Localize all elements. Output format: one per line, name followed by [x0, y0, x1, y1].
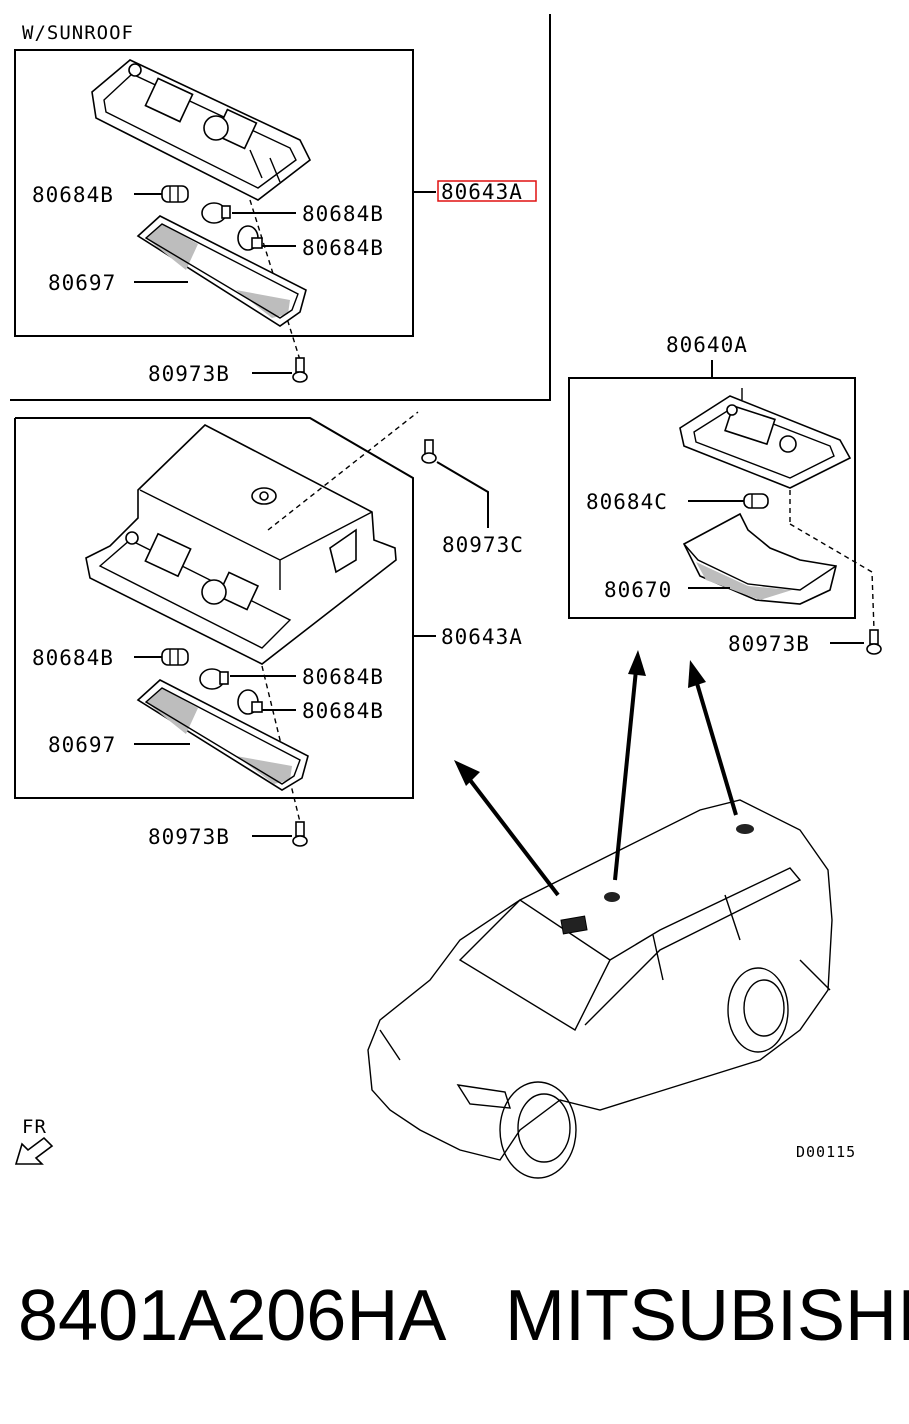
label-sunroof-assembly[interactable]: 80643A — [441, 180, 523, 204]
sunroof-bulb-right-bottom — [237, 225, 263, 251]
location-arrows — [454, 650, 738, 897]
main-parts-box — [14, 417, 414, 799]
front-arrow-icon — [14, 1136, 54, 1165]
main-lens — [136, 679, 309, 791]
label-main-bulb-left: 80684B — [32, 646, 114, 670]
label-main-bulb-right-top: 80684B — [302, 665, 384, 689]
sunroof-section: W/SUNROOF — [10, 14, 551, 401]
label-sunroof-screw: 80973B — [148, 362, 230, 386]
brand-name: MITSUBISHI — [505, 1276, 909, 1356]
rear-guide-line-b — [789, 523, 875, 631]
main-bulb-left — [161, 648, 189, 666]
diagram-code: D00115 — [796, 1143, 856, 1161]
rear-section: 80640A 80684C 80670 80973B — [568, 333, 882, 656]
sunroof-screw — [292, 357, 308, 383]
label-main-bulb-right-bottom: 80684B — [302, 699, 384, 723]
rear-lens — [682, 512, 837, 605]
rear-bulb — [743, 493, 769, 509]
footer: 8401A206HA MITSUBISHI — [0, 1270, 909, 1370]
highlight-box — [437, 180, 537, 202]
main-screw — [292, 821, 308, 847]
label-main-screw: 80973B — [148, 825, 230, 849]
main-lamp-housing — [85, 424, 397, 665]
main-screw-top — [421, 439, 437, 464]
label-sunroof-bulb-left: 80684B — [32, 183, 114, 207]
label-rear-screw: 80973B — [728, 632, 810, 656]
label-rear-assembly: 80640A — [666, 333, 748, 357]
label-main-assembly: 80643A — [441, 625, 523, 649]
sunroof-lamp-housing — [91, 59, 312, 201]
label-main-screw-top: 80973C — [442, 533, 524, 557]
sunroof-bulb-left — [161, 185, 189, 203]
label-main-lens: 80697 — [48, 733, 116, 757]
label-rear-bulb: 80684C — [586, 490, 668, 514]
leader-main-screw-top — [436, 461, 489, 528]
label-sunroof-bulb-right-top: 80684B — [302, 202, 384, 226]
label-rear-lens: 80670 — [604, 578, 672, 602]
label-sunroof-bulb-right-bottom: 80684B — [302, 236, 384, 260]
part-number: 8401A206HA — [18, 1276, 447, 1356]
main-bulb-right-bottom — [237, 689, 263, 715]
front-marker: FR — [14, 1116, 54, 1165]
main-bulb-right-top — [199, 668, 229, 690]
sunroof-bulb-right-top — [201, 202, 231, 224]
sunroof-header: W/SUNROOF — [22, 22, 134, 44]
sunroof-lens — [136, 215, 307, 327]
sunroof-section-border — [10, 14, 551, 401]
label-sunroof-lens: 80697 — [48, 271, 116, 295]
rear-lamp-housing — [679, 388, 852, 489]
rear-screw — [866, 629, 882, 655]
main-section: 80973C 80643A 80684B 80684B 80684B 80697… — [14, 411, 524, 849]
front-marker-label: FR — [22, 1116, 47, 1138]
parts-diagram: W/SUNROOF — [10, 14, 882, 1179]
vehicle-outline — [367, 799, 833, 1179]
main-guide-line-top — [267, 411, 419, 531]
